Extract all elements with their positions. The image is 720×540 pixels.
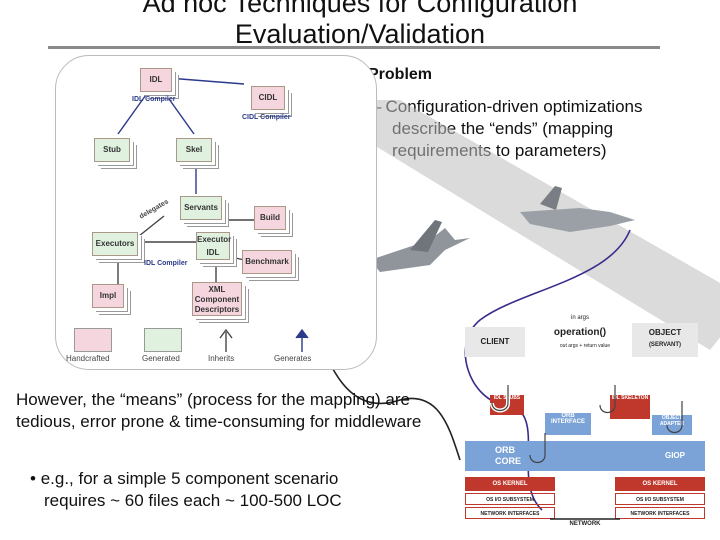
legend-generates-arrow	[295, 328, 309, 352]
legend-generated: Generated	[142, 354, 180, 363]
orb-diagram: CLIENT in args operation() out args + re…	[460, 315, 710, 535]
problem-heading: Problem	[368, 66, 433, 83]
xml-line2: Component	[194, 295, 240, 304]
net-if-right: NETWORK INTERFACES	[615, 507, 705, 519]
os-kernel-right: OS KERNEL	[615, 477, 705, 491]
workflow-arrows	[117, 77, 255, 284]
orb-client: CLIENT	[465, 327, 525, 357]
example-line2: requires ~ 60 files each ~ 100-500 LOC	[44, 491, 342, 510]
net-if-left: NETWORK INTERFACES	[465, 507, 555, 519]
executor-idl-line1: Executor	[197, 235, 232, 244]
problem-line1: Configuration-driven optimizations	[385, 97, 643, 116]
workflow-panel: IDL IDL Compiler CIDL CIDL Compiler Stub…	[55, 55, 377, 370]
slide-title-line2: Evaluation/Validation	[234, 19, 486, 49]
orb-object: OBJECT (SERVANT)	[632, 323, 698, 357]
doc-executors: Executors	[92, 232, 138, 256]
orb-core-line2: CORE	[495, 456, 522, 466]
doc-stub: Stub	[94, 138, 130, 162]
doc-impl: Impl	[92, 284, 124, 308]
legend-inherits-arrow	[219, 328, 233, 352]
label-cidl-compiler: CIDL Compiler	[242, 114, 291, 121]
doc-xml-descriptors: XML Component Descriptors	[192, 282, 242, 316]
means-text: However, the “means” (process for the ma…	[16, 390, 422, 431]
legend-handcrafted-swatch	[74, 328, 112, 352]
doc-idl: IDL	[140, 68, 172, 92]
doc-build: Build	[254, 206, 286, 230]
xml-line3: Descriptors	[194, 305, 240, 314]
jet-right	[520, 186, 635, 232]
doc-skel: Skel	[176, 138, 212, 162]
orb-object-label: OBJECT	[648, 328, 682, 337]
legend-handcrafted: Handcrafted	[66, 354, 110, 363]
example-line1: e.g., for a simple 5 component scenario	[40, 469, 339, 488]
slide-title-line1: Ad hoc Techniques for Configuration	[142, 0, 578, 18]
executor-idl-line2: IDL	[206, 248, 220, 257]
orb-out-args: out args + return value	[559, 343, 611, 349]
legend-generates: Generates	[274, 354, 312, 363]
slide-title: Ad hoc Techniques for Configuration Eval…	[0, 0, 720, 50]
doc-cidl: CIDL	[251, 86, 285, 110]
os-io-right: OS I/O SUBSYSTEM	[615, 493, 705, 505]
orb-hooks	[490, 385, 683, 520]
example-bullet: • e.g., for a simple 5 component scenari…	[30, 468, 430, 512]
orb-interface: ORB INTERFACE	[545, 413, 591, 435]
legend-generated-swatch	[144, 328, 182, 352]
label-idl-compiler-top: IDL Compiler	[132, 96, 176, 103]
orb-in-args: in args	[570, 315, 589, 321]
orb-operation: operation()	[553, 327, 607, 338]
orb-network: NETWORK	[569, 521, 601, 527]
doc-executor-idl: Executor IDL	[196, 232, 232, 260]
doc-servants: Servants	[180, 196, 222, 220]
doc-benchmark: Benchmark	[242, 250, 292, 274]
example-bullet-mark: •	[30, 469, 36, 488]
legend-inherits: Inherits	[208, 354, 235, 363]
title-divider	[48, 46, 660, 49]
xml-line1: XML	[208, 285, 226, 294]
orb-servant-label: (SERVANT)	[648, 342, 682, 348]
beam-shape	[300, 100, 720, 350]
orb-idl-skeleton: IDL SKELETON	[610, 395, 650, 419]
os-kernel-left: OS KERNEL	[465, 477, 555, 491]
os-io-left: OS I/O SUBSYSTEM	[465, 493, 555, 505]
jets-illustration	[299, 100, 720, 511]
jet-left	[370, 220, 470, 272]
label-idl-compiler-mid: IDL Compiler	[144, 260, 188, 267]
orb-core: ORB CORE	[465, 441, 705, 471]
orb-core-line1: ORB	[495, 445, 515, 455]
orb-giop: GIOP	[664, 451, 685, 460]
